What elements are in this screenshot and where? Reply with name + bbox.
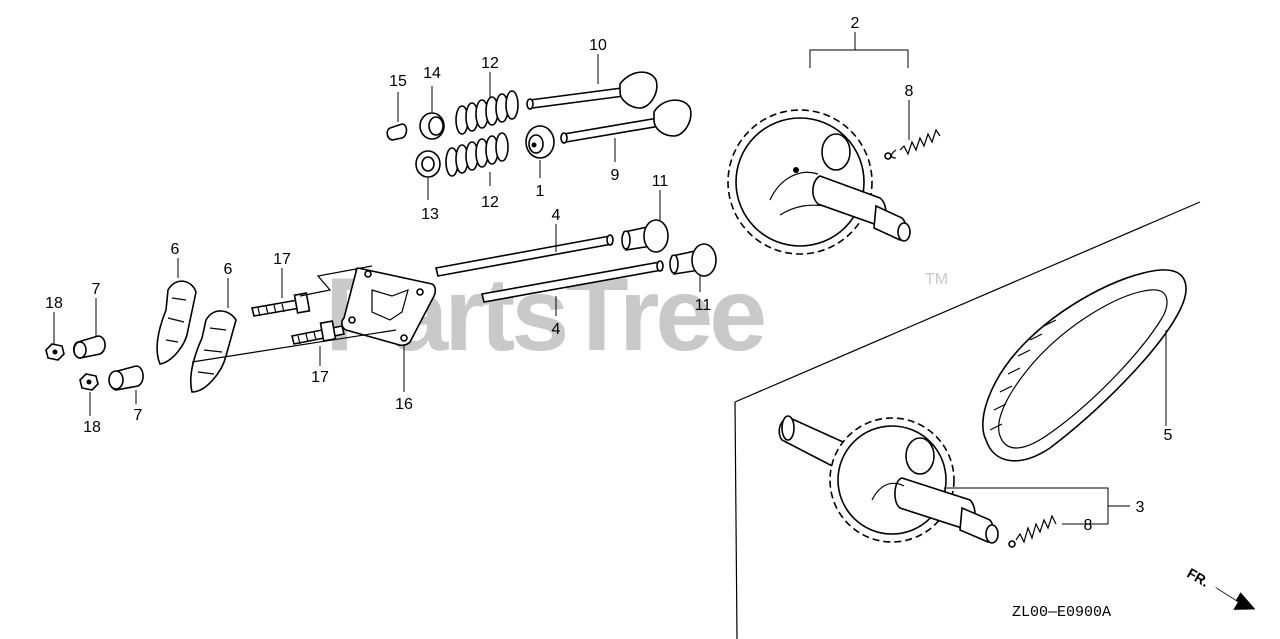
callout-11-upper: 11: [652, 173, 669, 190]
tappet-lower: [669, 243, 717, 277]
inset-panel-outline: [734, 201, 1201, 639]
callout-12-lower: 12: [481, 194, 499, 211]
watermark-trademark: TM: [925, 271, 948, 288]
callout-3: 3: [1136, 499, 1145, 516]
timing-chain: [982, 269, 1187, 462]
rocker-arm-upper: [156, 280, 197, 365]
callout-2: 2: [851, 15, 860, 32]
callout-17-lower: 17: [311, 369, 329, 386]
valve-stem-seal: [525, 125, 555, 159]
leader-lines: [53, 32, 1167, 525]
camshaft-gear-assembly: [727, 109, 911, 255]
callout-7-upper: 7: [92, 281, 101, 298]
callout-12-upper: 12: [481, 55, 499, 72]
callout-1: 1: [536, 183, 545, 200]
callout-4-upper: 4: [552, 207, 561, 224]
valve-intake: [560, 99, 692, 144]
callout-14: 14: [423, 65, 441, 82]
callout-18-upper: 18: [45, 295, 63, 312]
spring-retainer-upper: [419, 112, 445, 140]
callout-18-lower: 18: [83, 419, 101, 436]
callout-9: 9: [611, 167, 620, 184]
rocker-arm-lower: [189, 310, 237, 393]
assembly-guide-line: [191, 265, 397, 363]
direction-label: FR.: [1185, 565, 1213, 590]
valve-spring-lower: [445, 132, 509, 177]
callout-13: 13: [421, 206, 439, 223]
collar-upper: [72, 335, 106, 359]
callout-4-lower: 4: [552, 321, 561, 338]
decompressor-spring-lower: [1008, 514, 1057, 548]
diagram-code: ZL00—E0900A: [1012, 604, 1111, 621]
callout-6-lower: 6: [224, 261, 233, 278]
nut-lower: [79, 373, 99, 391]
pivot-bolt-upper: [251, 292, 311, 317]
decompressor-spring-upper: [884, 128, 941, 160]
tappet-upper: [621, 219, 669, 253]
callout-labels: 2 10 12 14 15 8 9 1 12 13 11 4 4 11 17 1…: [45, 15, 1172, 534]
front-direction-marker: FR.: [1185, 565, 1256, 610]
camshaft-inset-assembly: [778, 415, 999, 544]
arrow-down-right-icon: [1214, 586, 1256, 610]
spring-retainer-lower: [415, 150, 441, 178]
callout-7-lower: 7: [134, 407, 143, 424]
valve-keeper: [386, 123, 408, 141]
valve-exhaust: [526, 71, 658, 110]
pushrod-upper: [435, 234, 614, 277]
pushrod-lower: [481, 260, 664, 303]
callout-8-upper: 8: [905, 83, 914, 100]
callout-5: 5: [1164, 427, 1173, 444]
callout-11-lower: 11: [695, 297, 712, 314]
callout-16: 16: [395, 396, 413, 413]
callout-15: 15: [389, 73, 407, 90]
pushrod-guide-plate: [341, 267, 437, 347]
callout-8-lower: 8: [1084, 517, 1093, 534]
collar-lower: [108, 365, 144, 391]
callout-6-upper: 6: [171, 241, 180, 258]
callout-17-upper: 17: [273, 251, 291, 268]
callout-10: 10: [589, 37, 607, 54]
nut-upper: [45, 343, 65, 361]
valve-spring-upper: [455, 90, 519, 135]
